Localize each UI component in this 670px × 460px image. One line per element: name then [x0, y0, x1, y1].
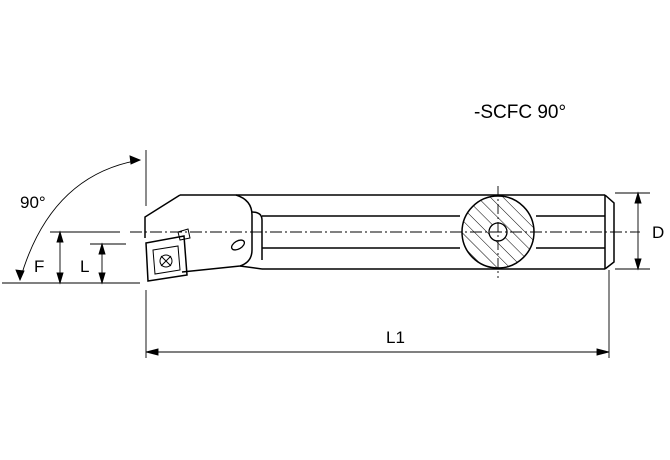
- extension-lines: [2, 150, 650, 358]
- angle-dimension: [15, 155, 142, 282]
- l1-label: L1: [386, 328, 405, 347]
- tool-body-outline: [144, 194, 615, 273]
- title-label: -SCFC 90°: [474, 102, 566, 123]
- f-label: F: [34, 257, 44, 276]
- l-label: L: [80, 257, 89, 276]
- insert: [145, 228, 191, 282]
- d-label: D: [652, 223, 664, 242]
- coolant-hole: [230, 239, 246, 251]
- l-dimension: [98, 242, 106, 285]
- f-dimension: [56, 230, 64, 285]
- l1-dimension: [145, 348, 610, 356]
- d-dimension: [634, 191, 642, 271]
- angle-label: 90°: [20, 193, 46, 212]
